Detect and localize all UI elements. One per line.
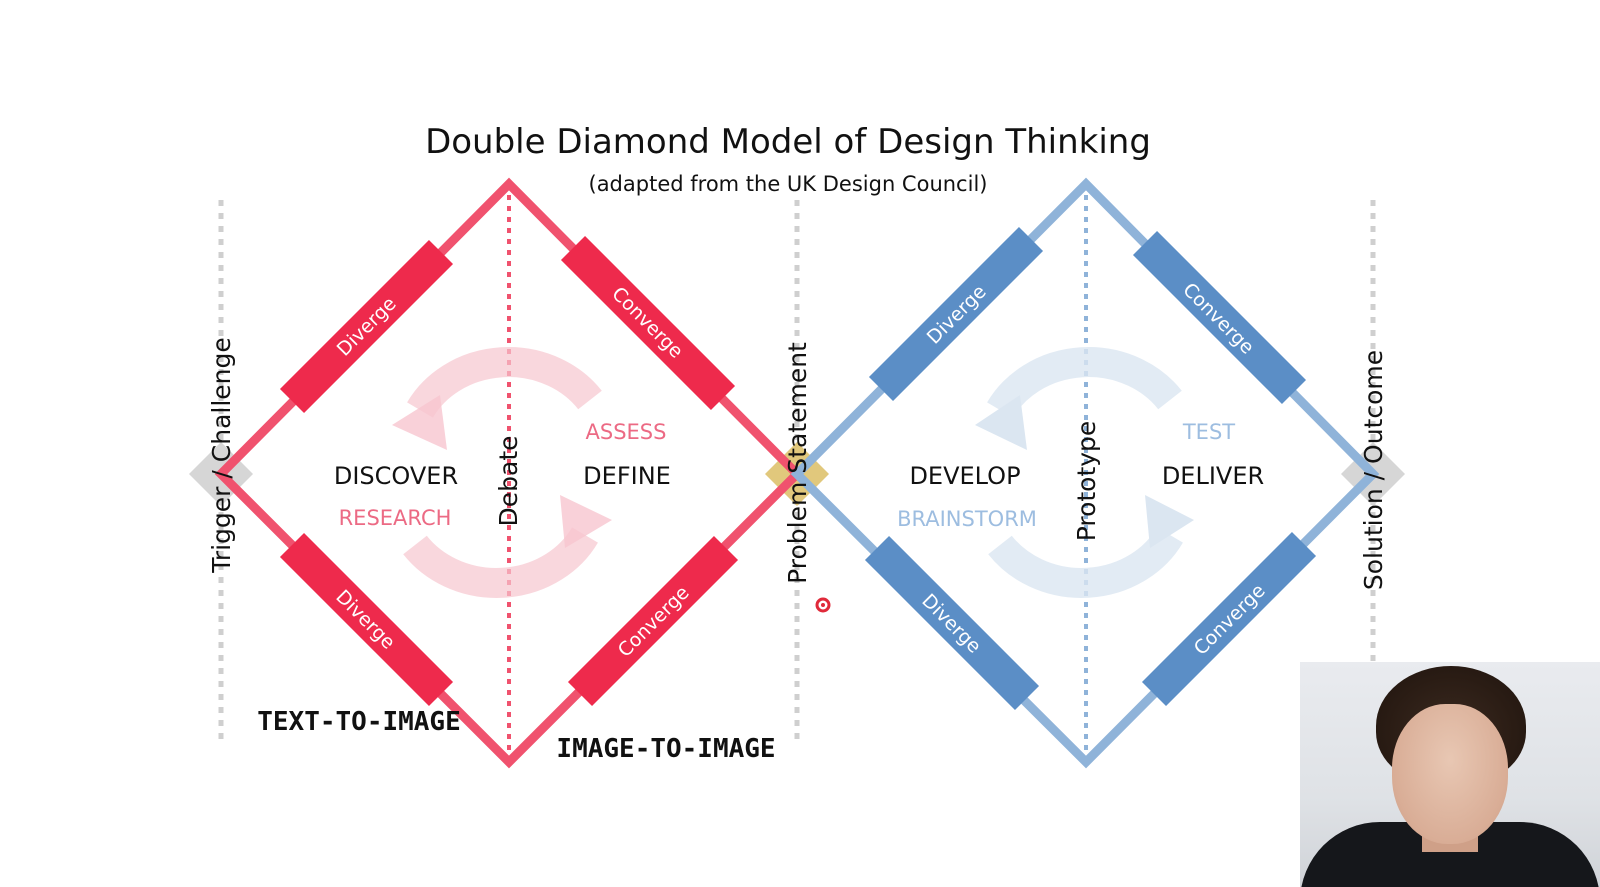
diamond2-edge-lower-right-label: Converge <box>1190 580 1270 660</box>
webcam-video-feed <box>1300 662 1600 887</box>
text-to-image-label: TEXT-TO-IMAGE <box>257 707 461 737</box>
diamond1-band-upper-left <box>279 239 454 414</box>
diamond2-cycle-arrow-top <box>987 347 1182 418</box>
cursor-indicator-icon <box>815 597 831 613</box>
diamond-develop-deliver: Diverge Converge Diverge Converge DEVELO… <box>790 177 1380 769</box>
diamond1-cycle-arrow-top <box>407 347 602 418</box>
diamond2-band-upper-left <box>868 226 1044 402</box>
activity-assess: ASSESS <box>586 420 667 444</box>
activity-research: RESEARCH <box>339 506 452 530</box>
diamond1-cycle-arrow-top-head <box>392 395 447 450</box>
diamond2-cycle-arrow-bottom-head <box>1145 495 1194 548</box>
diagram-subtitle: (adapted from the UK Design Council) <box>589 172 988 196</box>
diamond2-cycle-arrow-top-head <box>975 395 1027 450</box>
solution-outcome-label: Solution / Outcome <box>1359 350 1388 590</box>
diamond1-band-upper-right <box>560 235 736 411</box>
presenter-face <box>1392 704 1508 844</box>
diamond2-cycle-arrow-bottom <box>988 527 1183 598</box>
trigger-challenge-label: Trigger / Challenge <box>207 337 236 574</box>
stage-develop: DEVELOP <box>909 462 1020 490</box>
diamond1-band-lower-right <box>567 535 739 707</box>
diamond2-edge-upper-right-label: Converge <box>1178 279 1258 359</box>
diagram-title: Double Diamond Model of Design Thinking <box>425 122 1151 162</box>
diamond2-center-label: Prototype <box>1072 421 1101 542</box>
diamond1-cycle-arrow-bottom <box>403 527 598 598</box>
diamond-discover-define: Diverge Converge Diverge Converge DISCOV… <box>214 177 804 769</box>
diamond1-cycle-arrow-bottom-head <box>560 495 612 548</box>
problem-statement-label: Problem Statement <box>783 342 812 584</box>
stage-discover: DISCOVER <box>334 462 458 490</box>
diamond2-band-upper-right <box>1132 230 1307 405</box>
image-to-image-label: IMAGE-TO-IMAGE <box>556 734 775 764</box>
diamond2-band-lower-right <box>1141 531 1317 707</box>
diamond1-band-lower-left <box>279 532 454 707</box>
activity-test: TEST <box>1182 420 1235 444</box>
diamond1-edge-upper-right-label: Converge <box>607 283 687 363</box>
diamond1-edge-lower-right-label: Converge <box>614 582 694 662</box>
diamond2-band-lower-left <box>864 535 1040 711</box>
stage-define: DEFINE <box>583 462 671 490</box>
activity-brainstorm: BRAINSTORM <box>897 507 1037 531</box>
cursor-indicator-dot <box>821 603 825 607</box>
stage-deliver: DELIVER <box>1162 462 1264 490</box>
diamond1-center-label: Debate <box>494 435 523 526</box>
